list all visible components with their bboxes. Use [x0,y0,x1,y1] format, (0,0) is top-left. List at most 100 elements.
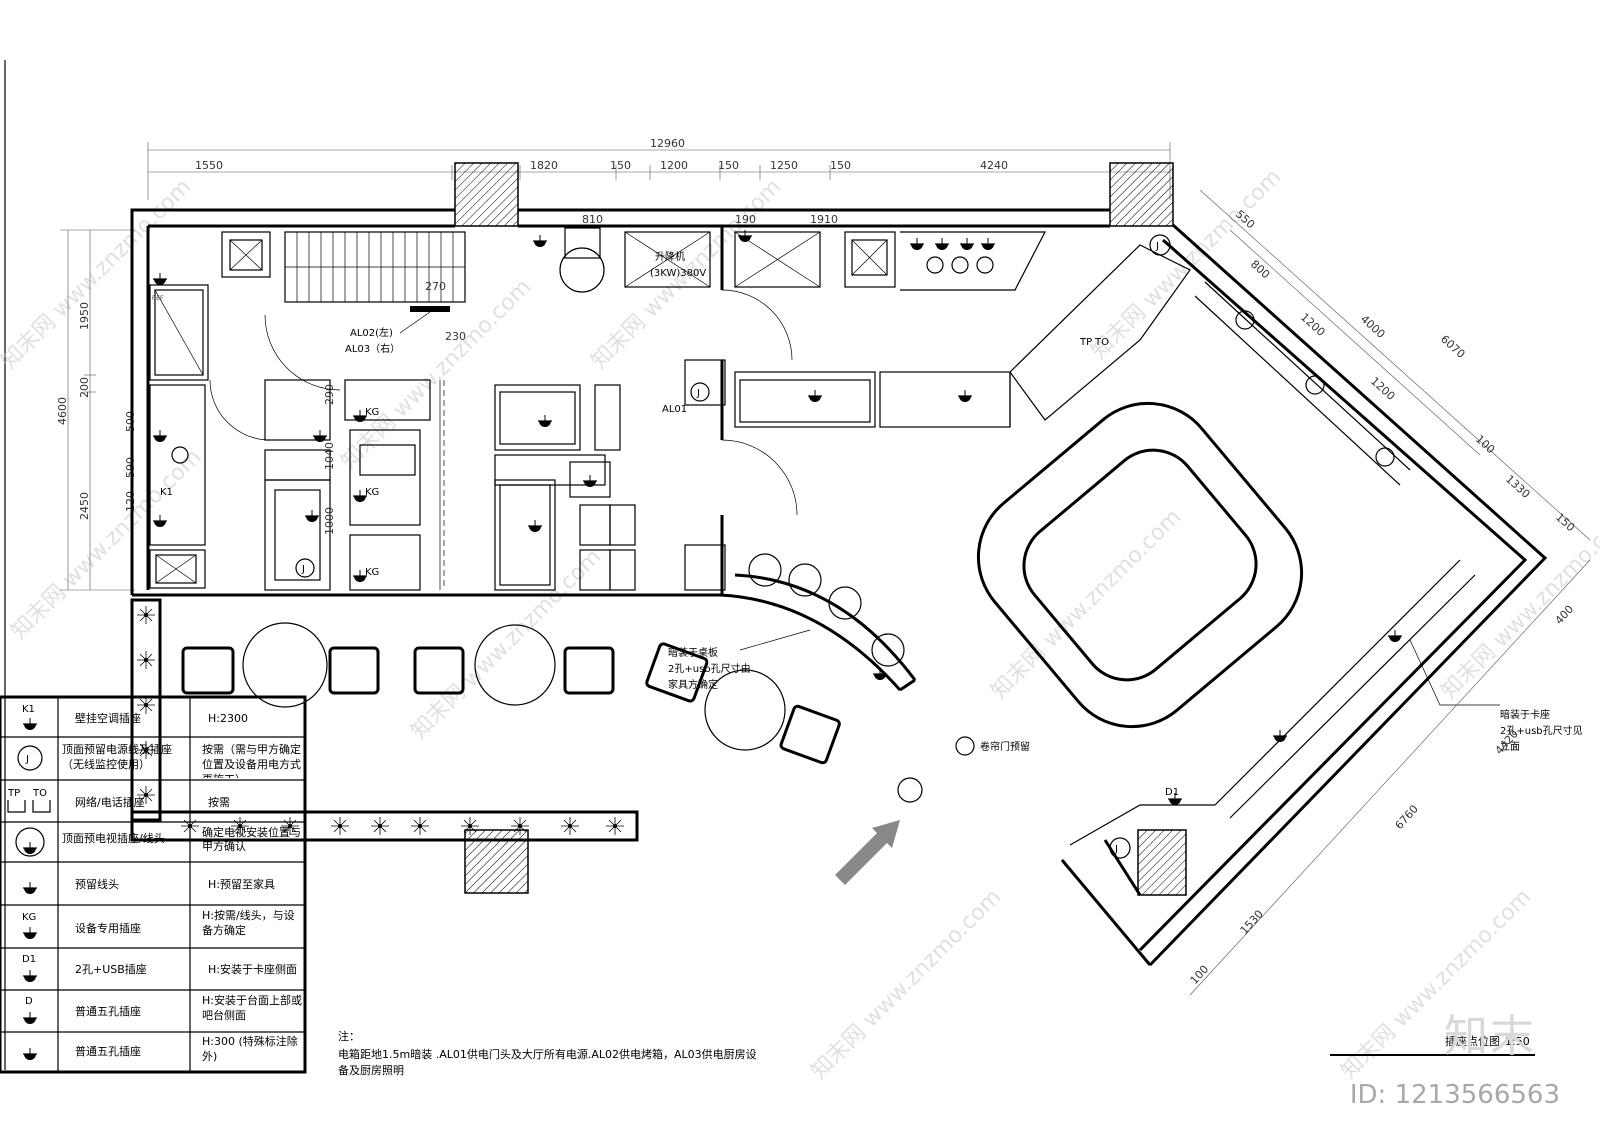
kitchen-equipment: REF 290 1040 1000 [149,231,636,591]
legend-name: 预留线头 [75,877,119,891]
outlet-tp: TP [1079,337,1092,348]
legend-symbol-d1: D1 [22,954,36,965]
dim-overall: 12960 [650,137,685,150]
drawing-notes: 注： 电箱距地1.5m暗装 .AL01供电门头及大厅所有电源.AL02供电烤箱，… [338,1029,757,1077]
tv-outlet-icon [15,827,45,857]
dim-right-lower: 400 [1553,603,1577,627]
bar-note: 2孔+usb孔尺寸由 [668,662,751,675]
ceiling-outlet: J [1155,241,1159,252]
legend-name: 普通五孔插座 [75,1004,141,1018]
outlet-to: TO [1094,337,1109,348]
ceiling-outlet: J [301,564,305,575]
legend-note: H:安装于台面上部或吧台侧面 [202,994,302,1022]
dining-tables [181,622,841,765]
column [454,162,519,227]
legend-symbol-to: TO [32,788,47,799]
legend-name: 2孔+USB插座 [75,962,147,976]
outlet-d1: D1 [1165,787,1179,798]
notes-title: 注： [338,1029,360,1043]
legend-name: 网络/电话插座 [75,795,145,809]
dim-top: 4240 [980,159,1008,172]
shutter-note: 卷帘门预留 [980,740,1030,753]
booth-note: 2孔+usb孔尺寸见 [1500,724,1583,737]
dim-top: 1550 [195,159,223,172]
dim-right: 1200 [1368,375,1398,403]
dim-1910: 1910 [810,213,838,226]
legend-name: 设备专用插座 [75,921,141,935]
watermark-text: 知末网 www.znzmo.com [807,884,1007,1084]
lift-label: 升降机 [655,250,685,263]
dim-top: 150 [718,159,739,172]
ceiling-outlet: J [1114,844,1118,855]
outlet-kg: KG [365,487,379,498]
dim-right: 800 [1248,258,1272,282]
planter-row [130,598,639,842]
watermark-text: 知末网 www.znzmo.com [407,544,607,744]
dim-270: 270 [425,280,446,293]
panel-al02: AL02(左) [350,326,393,339]
dim-right: 1200 [1298,311,1328,339]
dim-810: 810 [582,213,603,226]
legend-note: 按需（需与甲方确定位置及设备用电方式再施工） [202,743,301,778]
dim-top: 150 [610,159,631,172]
dim-top: 1250 [770,159,798,172]
dim-190: 190 [735,213,756,226]
panel-al03: AL03（右） [345,342,400,355]
legend-note: H:300 (特殊标注除外) [202,1035,298,1063]
ceiling-outlet-icon [17,745,43,771]
legend-symbol-kg: KG [22,912,36,923]
dim-right-lower: 1530 [1238,908,1266,938]
notes-line: 备及厨房照明 [338,1063,404,1077]
dim-top: 1200 [660,159,688,172]
column [1109,162,1174,227]
legend-note: 确定电视安装位置与甲方确认 [202,826,301,853]
dim-right-lower: 6760 [1393,803,1421,833]
brand-logo: 知末 [1444,1011,1536,1062]
exterior-walls [130,162,1548,967]
legend-note: H:按需/线头，与设备方确定 [202,909,295,937]
outlet-kg: KG [365,407,379,418]
dim-right-lower: 100 [1188,963,1212,987]
dim-230: 230 [445,330,466,343]
legend-symbol-k1: K1 [22,704,35,715]
dim-right: 100 [1473,433,1497,457]
dim-1040: 1040 [323,442,336,470]
equip-ref: REF [152,295,164,302]
dim-top: 1820 [530,159,558,172]
panel-labels: AL02(左) AL03（右） 230 [345,306,466,355]
lift-area: 升降机 (3KW)380V 810 190 1910 [559,213,1046,293]
ceiling-outlet: J [696,388,700,399]
outlet-symbols: D1 KG KG KG K1 TP TO J J J 卷帘门预留 [152,229,1403,806]
notes-line: 电箱距地1.5m暗装 .AL01供电门头及大厅所有电源.AL02供电烤箱，AL0… [338,1047,757,1061]
outlet-kg: KG [365,567,379,578]
watermark-layer: 知末网 www.znzmo.com 知末网 www.znzmo.com 知末网 … [0,164,1600,1084]
dim-right: 150 [1553,511,1577,535]
dim-top: 150 [830,159,851,172]
watermark-text: 知末网 www.znzmo.com [987,504,1187,704]
legend-note: H:安装于卡座侧面 [208,962,297,976]
panel-al01: AL01 [662,404,687,415]
wire-end-icon [22,881,38,895]
dim-1000: 1000 [323,507,336,535]
dim-right: 6070 [1438,333,1468,361]
legend-note: 按需 [208,795,230,809]
column [1137,829,1187,896]
drawing-title: 插座点位图 [1445,1034,1500,1048]
partitions: AL01 [132,226,1191,597]
dim-left: 2450 [78,492,91,520]
lift-power: (3KW)380V [650,268,706,279]
dim-290: 290 [323,384,336,405]
central-island [976,401,1304,729]
drawing-title-block: 插座点位图 1:50 [1330,1034,1535,1056]
bar-note: 家具方确定 [668,678,718,691]
booth-seating: 暗装于卡座 2孔+usb孔尺寸见 立面 J [1069,281,1583,896]
image-id: ID: 1213566563 [1349,1080,1560,1110]
outlet-k1: K1 [160,487,173,498]
legend-symbol-d: D [25,996,33,1007]
legend-note: H:2300 [208,712,248,725]
dim-left: 1950 [78,302,91,330]
watermark-text: 知末网 www.znzmo.com [0,174,196,374]
legend-symbol-j: J [25,754,29,765]
legend-note: H:预留至家具 [208,877,275,891]
